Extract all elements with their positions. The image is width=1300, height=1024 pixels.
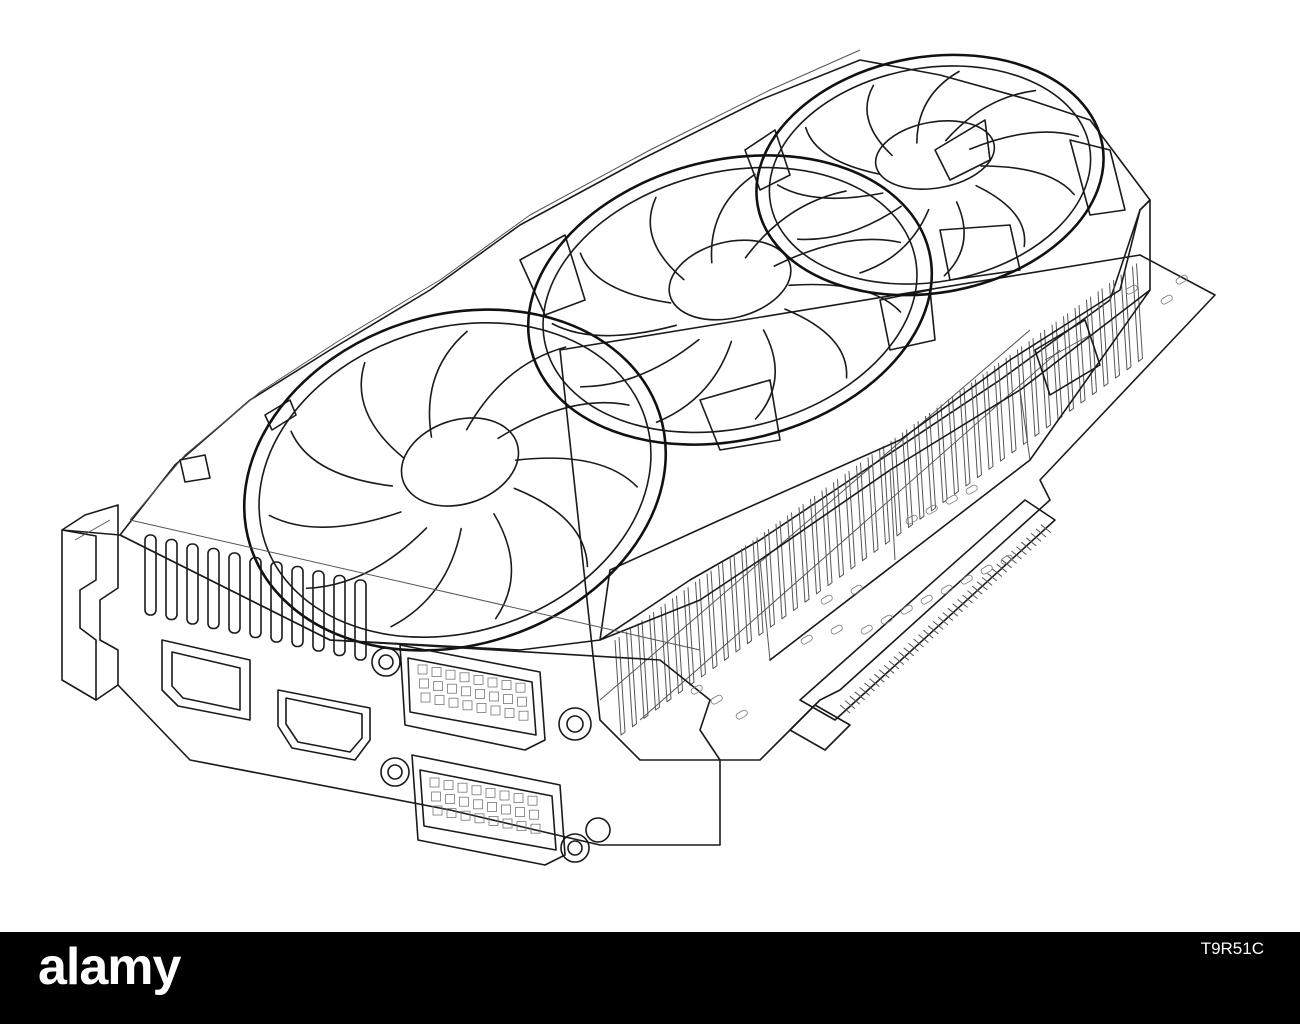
heatsink-body (599, 199, 1151, 661)
dvi-connector-top (371, 644, 592, 751)
bracket-vent-slots (144, 534, 367, 661)
alamy-logo: alamy (38, 938, 181, 996)
fan-shroud (119, 49, 1151, 651)
hdmi-connector (277, 689, 371, 761)
pcb-components (690, 274, 1188, 720)
displayport-connector (161, 639, 251, 721)
fan-1 (242, 308, 668, 652)
power-connector (1034, 319, 1101, 396)
footer-bar (0, 932, 1300, 1024)
fan-3 (755, 53, 1105, 297)
fan-2 (526, 154, 934, 446)
pcie-pins (839, 524, 1052, 714)
graphics-card-wireframe (61, 49, 1216, 866)
image-id: T9R51C (1200, 939, 1264, 958)
io-bracket (61, 504, 721, 846)
dvi-connector-bottom (380, 754, 611, 866)
pcie-connector (789, 499, 1056, 751)
heatsink-fins (614, 263, 1143, 736)
